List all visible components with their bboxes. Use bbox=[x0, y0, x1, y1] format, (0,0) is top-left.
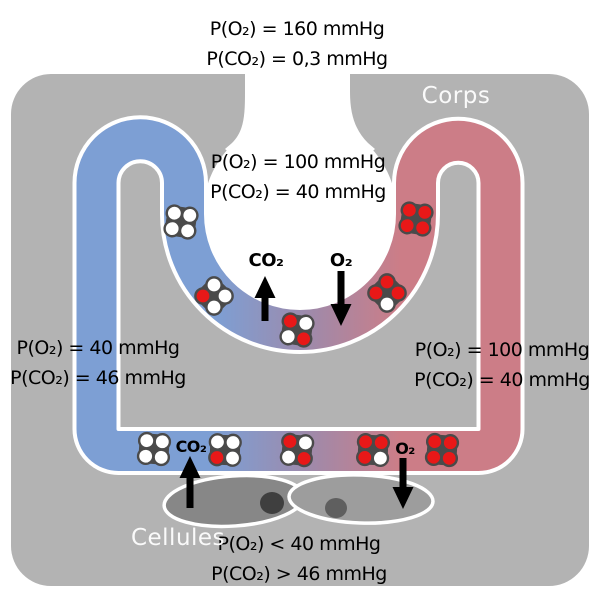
cell-right-nucleus bbox=[325, 498, 347, 518]
hemoglobin-molecules bbox=[136, 201, 460, 468]
arterial-pressure-label: P(O₂) = 100 mmHg P(CO₂) = 40 mmHg bbox=[402, 335, 600, 395]
co2-alveolus-label: CO₂ bbox=[248, 250, 284, 271]
cell-right bbox=[287, 473, 435, 525]
hemoglobin-molecule bbox=[424, 432, 460, 468]
tissue-po2: P(O₂) < 40 mmHg bbox=[217, 533, 381, 555]
o2-tissue-arrow bbox=[392, 458, 414, 509]
alveolus-pressure-label: P(O₂) = 100 mmHg P(CO₂) = 40 mmHg bbox=[148, 147, 448, 207]
tissue-pressure-label: P(O₂) < 40 mmHg P(CO₂) > 46 mmHg bbox=[149, 529, 449, 589]
alveolus-pco2: P(CO₂) = 40 mmHg bbox=[210, 181, 386, 203]
venous-po2: P(O₂) = 40 mmHg bbox=[16, 337, 180, 359]
co2-tissue-arrow bbox=[179, 456, 201, 508]
alveolus-po2: P(O₂) = 100 mmHg bbox=[210, 151, 386, 173]
venous-pco2: P(CO₂) = 46 mmHg bbox=[10, 367, 186, 389]
co2-alveolus-arrow bbox=[254, 276, 276, 321]
arterial-pco2: P(CO₂) = 40 mmHg bbox=[414, 369, 590, 391]
hemoglobin-molecule bbox=[367, 273, 407, 313]
co2-tissue-label: CO₂ bbox=[175, 437, 207, 456]
tissue-pco2: P(CO₂) > 46 mmHg bbox=[211, 563, 387, 585]
o2-alveolus-arrow bbox=[330, 271, 352, 326]
hemoglobin-molecule bbox=[398, 201, 434, 237]
body-label: Corps bbox=[421, 83, 491, 109]
hemoglobin-molecule bbox=[136, 431, 172, 467]
cell-left-nucleus bbox=[260, 492, 284, 514]
arterial-po2: P(O₂) = 100 mmHg bbox=[414, 339, 590, 361]
hemoglobin-molecule bbox=[279, 432, 315, 468]
airway-funnel bbox=[225, 74, 375, 216]
air-pressure-label: P(O₂) = 160 mmHg P(CO₂) = 0,3 mmHg bbox=[97, 14, 497, 74]
o2-tissue-label: O₂ bbox=[395, 439, 415, 458]
hemoglobin-molecule bbox=[163, 204, 199, 240]
cells-label: Cellules bbox=[130, 525, 226, 551]
o2-alveolus-label: O₂ bbox=[329, 250, 353, 271]
air-pco2: P(CO₂) = 0,3 mmHg bbox=[206, 48, 388, 70]
hemoglobin-molecule bbox=[208, 433, 242, 467]
hemoglobin-molecule bbox=[356, 433, 390, 467]
gas-arrows bbox=[179, 271, 414, 509]
cells-group bbox=[162, 473, 435, 529]
hemoglobin-molecule bbox=[279, 312, 315, 348]
venous-pressure-label: P(O₂) = 40 mmHg P(CO₂) = 46 mmHg bbox=[0, 333, 198, 393]
air-po2: P(O₂) = 160 mmHg bbox=[209, 18, 385, 40]
hemoglobin-molecule bbox=[194, 276, 234, 316]
